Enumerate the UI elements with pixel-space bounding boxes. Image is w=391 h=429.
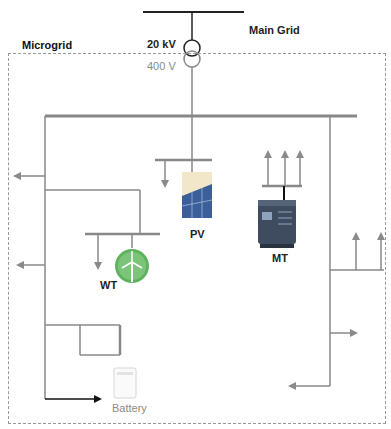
component-label: Battery bbox=[112, 402, 147, 415]
component-label: 400 V bbox=[147, 60, 176, 73]
region-title: Microgrid bbox=[22, 39, 72, 52]
component-label: MT bbox=[272, 252, 288, 265]
component-label: PV bbox=[190, 228, 205, 241]
component-label: WT bbox=[100, 279, 117, 292]
component-label: Main Grid bbox=[249, 24, 300, 37]
component-label: 20 kV bbox=[147, 38, 176, 51]
